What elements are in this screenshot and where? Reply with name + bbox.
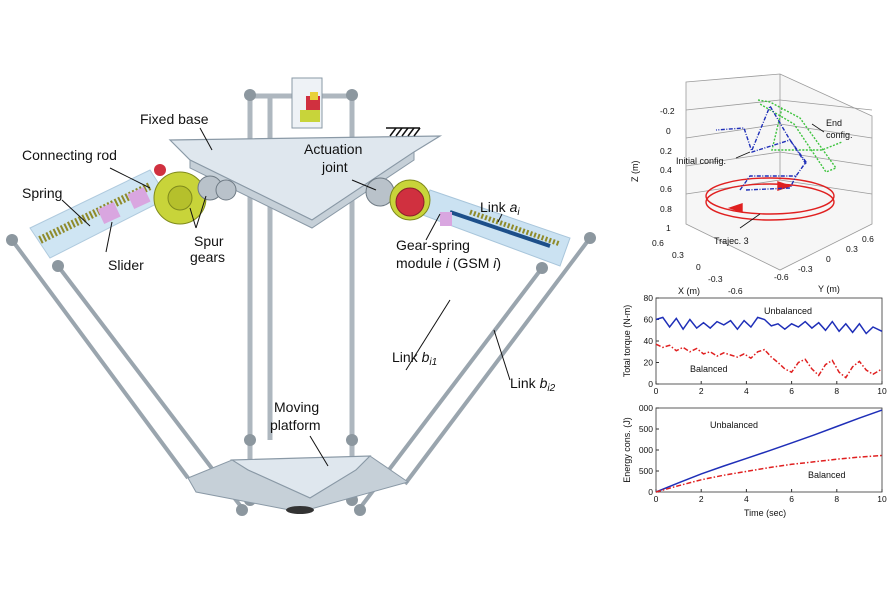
x-ticks: 0.6 0.3 0 -0.3 -0.6 — [652, 238, 743, 296]
torque-y-axis-label: Total torque (N-m) — [622, 305, 632, 378]
label-gears: gears — [190, 249, 225, 265]
annotation-end: End — [826, 118, 842, 128]
annotation-trajectory: Trajec. 3 — [714, 236, 749, 246]
label-spring: Spring — [22, 185, 62, 201]
series-line-unbalanced — [655, 316, 883, 335]
link-joints — [6, 232, 596, 516]
z-ticks: -0.2 0 0.2 0.4 0.6 0.8 1 — [660, 106, 675, 233]
x-tick-label: 10 — [877, 494, 887, 504]
z-tick: 0.4 — [660, 165, 672, 175]
z-tick: 0 — [666, 126, 671, 136]
label-slider: Slider — [108, 257, 144, 273]
label-joint: joint — [321, 159, 348, 175]
y-tick: -0.3 — [798, 264, 813, 274]
label-gsm-line2: module i (GSM i) — [396, 255, 501, 271]
y-tick-label: 500 — [639, 424, 653, 434]
x-tick-label: 2 — [699, 386, 704, 396]
y-tick-label: 40 — [644, 336, 654, 346]
label-fixed-base: Fixed base — [140, 111, 209, 127]
initial-config — [715, 104, 807, 191]
y-tick-label: 000 — [639, 403, 653, 413]
label-link-b1: Link bi1 — [392, 349, 437, 368]
torque-series-label-unbalanced: Unbalanced — [764, 306, 812, 316]
x-tick: 0 — [696, 262, 701, 272]
energy-series-label-unbalanced: Unbalanced — [710, 420, 758, 430]
z-tick: 1 — [666, 223, 671, 233]
energy-series-label-balanced: Balanced — [808, 470, 846, 480]
z-tick: 0.8 — [660, 204, 672, 214]
ground-hatch — [386, 127, 421, 137]
y-ticks: -0.6 -0.3 0 0.3 0.6 — [774, 234, 874, 282]
leader-lines — [61, 127, 511, 467]
y-tick: 0 — [826, 254, 831, 264]
x-tick: -0.6 — [728, 286, 743, 296]
x-tick-label: 8 — [834, 386, 839, 396]
label-gsm-line1: Gear-spring — [396, 237, 470, 253]
y-tick-label: 000 — [639, 445, 653, 455]
plot3d-leaders — [735, 123, 825, 229]
box-3d — [685, 73, 873, 271]
label-link-a: Link ai — [480, 199, 520, 218]
label-connecting-rod: Connecting rod — [22, 147, 117, 163]
z-axis-label: Z (m) — [630, 161, 640, 183]
x-tick-label: 0 — [654, 386, 659, 396]
x-tick: -0.3 — [708, 274, 723, 284]
annotation-config: config. — [826, 130, 853, 140]
series-line-balanced — [655, 343, 883, 379]
x-tick-label: 10 — [877, 386, 887, 396]
label-moving: Moving — [274, 399, 319, 415]
x-tick-label: 6 — [789, 386, 794, 396]
label-link-b2: Link bi2 — [510, 375, 556, 394]
x-tick: 0.6 — [652, 238, 664, 248]
left-gsm — [29, 164, 237, 259]
y-tick-label: 20 — [644, 358, 654, 368]
series-line-balanced — [655, 454, 883, 493]
label-actuation: Actuation — [304, 141, 362, 157]
label-platform: platform — [270, 417, 321, 433]
y-tick: -0.6 — [774, 272, 789, 282]
x-tick-label: 6 — [789, 494, 794, 504]
y-tick-label: 0 — [648, 379, 653, 389]
x-axis-label: X (m) — [678, 286, 700, 296]
plot-area — [655, 297, 883, 385]
plot-area — [655, 407, 883, 493]
top-actuator — [291, 77, 323, 129]
y-tick-label: 60 — [644, 315, 654, 325]
z-tick: 0.2 — [660, 146, 672, 156]
annotation-initial: Initial config. — [676, 156, 726, 166]
x-tick-label: 4 — [744, 386, 749, 396]
energy-x-axis-label: Time (sec) — [744, 508, 786, 518]
label-spur: Spur — [194, 233, 224, 249]
torque-chart: 0 2 4 6 8 10 0 20 40 60 80 — [644, 293, 887, 396]
y-tick: 0.6 — [862, 234, 874, 244]
z-tick: 0.6 — [660, 184, 672, 194]
right-gsm — [365, 177, 571, 267]
x-tick-label: 8 — [834, 494, 839, 504]
x-tick: 0.3 — [672, 250, 684, 260]
y-axis-label: Y (m) — [818, 284, 840, 294]
x-tick-label: 0 — [654, 494, 659, 504]
y-tick-label: 0 — [648, 487, 653, 497]
series-line-unbalanced — [655, 409, 883, 493]
y-tick-label: 80 — [644, 293, 654, 303]
x-tick-label: 2 — [699, 494, 704, 504]
trajectory-circle — [705, 177, 835, 221]
y-tick: 0.3 — [846, 244, 858, 254]
x-tick-label: 4 — [744, 494, 749, 504]
y-tick-label: 500 — [639, 466, 653, 476]
energy-y-axis-label: Energy cons. (J) — [622, 417, 632, 483]
frame-joints — [244, 89, 358, 506]
lower-links — [10, 236, 592, 510]
energy-chart: 0 2 4 6 8 10 0 500 000 500 000 — [639, 403, 887, 504]
torque-series-label-balanced: Balanced — [690, 364, 728, 374]
z-tick: -0.2 — [660, 106, 675, 116]
